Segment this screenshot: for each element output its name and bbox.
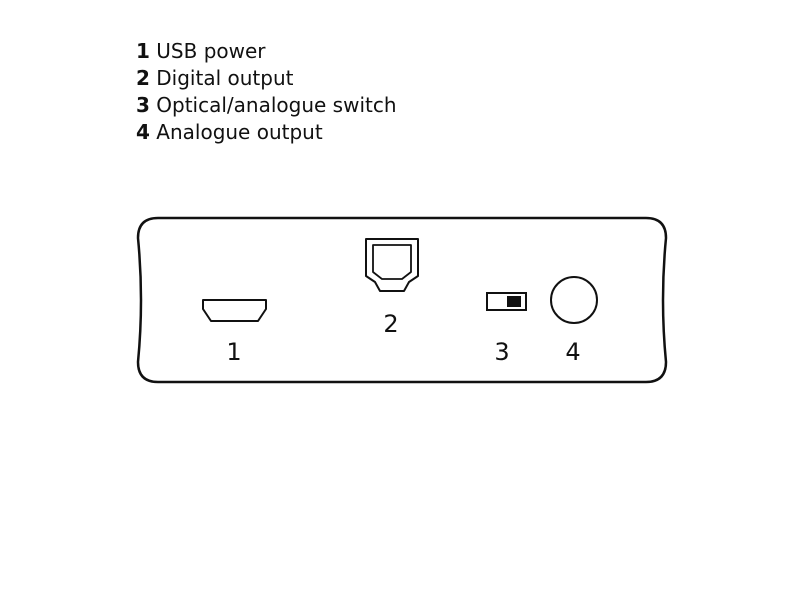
port-number-usb: 1 bbox=[226, 338, 241, 366]
legend-item-digital-output: 2 Digital output bbox=[136, 65, 397, 92]
legend-label: Digital output bbox=[156, 66, 294, 90]
switch-number: 3 bbox=[494, 338, 509, 366]
switch-body-icon bbox=[486, 292, 527, 311]
legend-number: 1 bbox=[136, 39, 150, 63]
port-number-optical: 2 bbox=[383, 310, 398, 338]
legend-number: 2 bbox=[136, 66, 150, 90]
optical-port-inner-icon bbox=[372, 244, 412, 280]
device-panel-outline bbox=[136, 216, 668, 384]
legend-item-usb-power: 1 USB power bbox=[136, 38, 397, 65]
port-number-analogue: 4 bbox=[565, 338, 580, 366]
legend-label: USB power bbox=[156, 39, 266, 63]
legend-item-analogue-output: 4 Analogue output bbox=[136, 119, 397, 146]
port-legend: 1 USB power 2 Digital output 3 Optical/a… bbox=[136, 38, 397, 146]
legend-number: 4 bbox=[136, 120, 150, 144]
legend-number: 3 bbox=[136, 93, 150, 117]
legend-item-optical-analogue-switch: 3 Optical/analogue switch bbox=[136, 92, 397, 119]
legend-label: Optical/analogue switch bbox=[156, 93, 397, 117]
usb-port-icon bbox=[202, 299, 267, 322]
analogue-port-icon bbox=[550, 276, 598, 324]
optical-port-icon bbox=[365, 238, 419, 292]
switch-knob-icon bbox=[507, 296, 521, 307]
legend-label: Analogue output bbox=[156, 120, 323, 144]
